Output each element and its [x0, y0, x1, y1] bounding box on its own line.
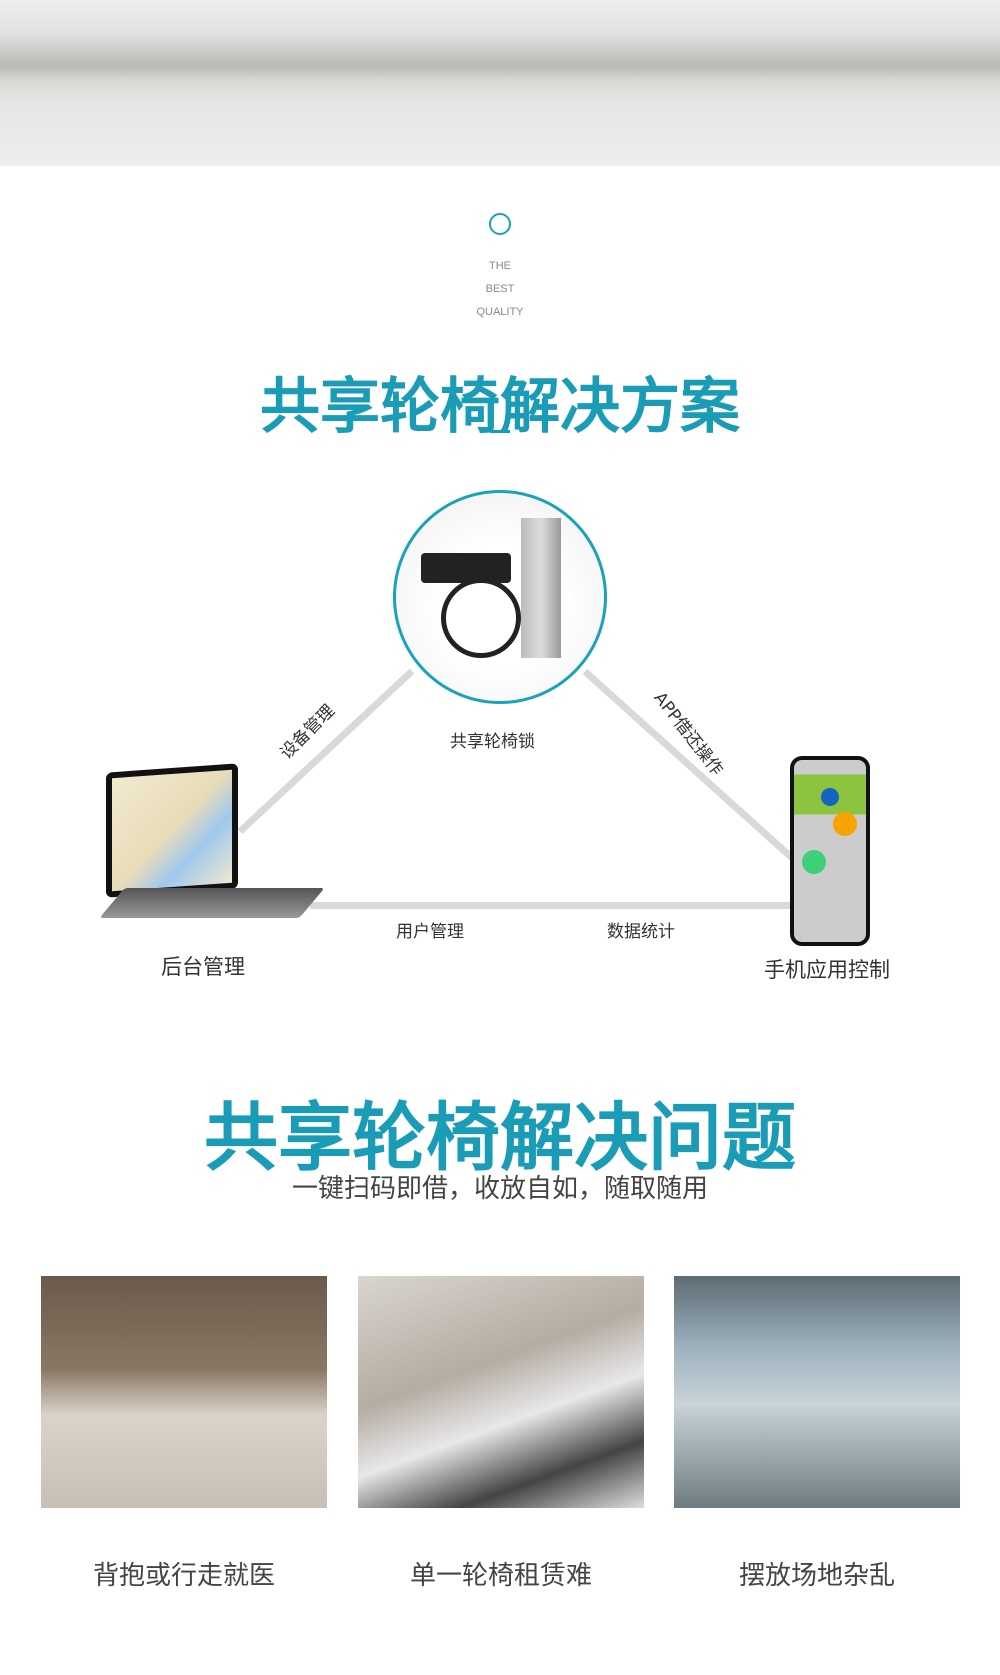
problem-photo-carrying [41, 1276, 327, 1508]
problem-caption: 单一轮椅租赁难 [409, 1561, 592, 1591]
wheelchair-lock-image [393, 490, 607, 704]
center-label: 共享轮椅锁 [450, 732, 535, 752]
hero-banner-image [0, 0, 1000, 166]
map-pin-icon [833, 812, 857, 836]
problem-photo-cluttered [674, 1276, 960, 1508]
laptop-label: 后台管理 [161, 955, 245, 979]
tagline-quality: QUALITY [476, 306, 524, 318]
map-pin-icon [802, 850, 826, 874]
bottom-left-label: 用户管理 [396, 922, 464, 942]
bottom-right-label: 数据统计 [607, 922, 675, 942]
laptop-image [106, 763, 238, 898]
problem-caption: 背抱或行走就医 [92, 1561, 275, 1591]
circle-icon [489, 213, 511, 235]
tagline-best: BEST [485, 283, 515, 295]
title-underline [490, 430, 510, 433]
left-edge-label: 设备管理 [276, 701, 339, 764]
connector-bottom [310, 902, 795, 909]
connector-left [237, 668, 415, 835]
phone-image [790, 756, 870, 946]
problems-subtitle: 一键扫码即借，收放自如，随取随用 [291, 1174, 708, 1204]
problem-caption: 摆放场地杂乱 [738, 1561, 895, 1591]
laptop-keyboard [99, 888, 325, 918]
connector-right [582, 668, 794, 861]
phone-label: 手机应用控制 [764, 958, 890, 982]
location-pin-icon [821, 788, 839, 806]
tagline-the: THE [489, 260, 511, 272]
problem-photo-rental [358, 1276, 644, 1508]
problems-title: 共享轮椅解决问题 [204, 1095, 796, 1181]
